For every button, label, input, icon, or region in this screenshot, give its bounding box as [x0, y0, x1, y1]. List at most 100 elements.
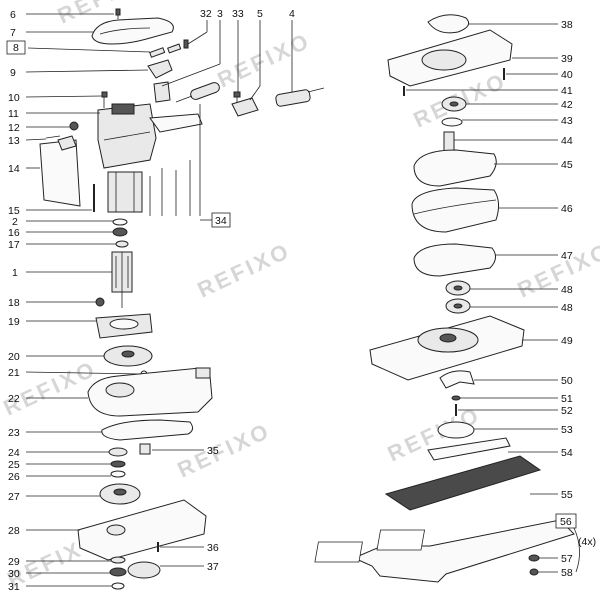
callout-42: 42: [561, 99, 573, 111]
part-16-bearing: [112, 227, 128, 237]
part-39-top-cover: [387, 29, 513, 87]
part-13-screw: [45, 135, 61, 139]
part-14-dust-skirt: [39, 139, 81, 207]
callout-1: 1: [12, 267, 18, 279]
callout-53: 53: [561, 424, 573, 436]
part-3-cable: [175, 82, 220, 103]
callout-34-box: [211, 212, 231, 228]
part-42-bearing: [441, 96, 467, 112]
callout-2: 2: [12, 216, 18, 228]
callout-14: 14: [8, 163, 20, 175]
stator: [107, 171, 143, 213]
part-54-pad: [427, 437, 511, 461]
part-46-bellow: [411, 187, 500, 233]
part-12-nut: [69, 121, 79, 131]
leader-lines: [25, 13, 580, 587]
part-48-bearing-lower: [445, 298, 471, 314]
part-23-gasket: [101, 419, 194, 441]
part-1-armature: [111, 251, 133, 308]
callout-32: 32: [200, 8, 212, 20]
callout-50: 50: [561, 375, 573, 387]
callout-49: 49: [561, 335, 573, 347]
part-22-base-housing: [87, 367, 213, 417]
callout-38: 38: [561, 19, 573, 31]
part-51-washer: [451, 395, 461, 401]
part-5-switch: [231, 97, 259, 117]
left-callouts: 6 7 8 9 10 11 12 13 14 15 2 16 17 1 18 1…: [6, 9, 26, 593]
part-20-fan: [103, 345, 153, 367]
part-53-o-ring: [437, 421, 475, 439]
callout-37: 37: [207, 561, 219, 573]
callout-48-upper: 48: [561, 284, 573, 296]
callout-9: 9: [10, 67, 16, 79]
callout-5: 5: [257, 8, 263, 20]
left-assembly: [39, 8, 213, 590]
watermark-3: REFIXO: [194, 238, 295, 303]
middle-callouts: 34 35 36 37: [207, 212, 231, 573]
callout-31: 31: [8, 581, 20, 593]
part-32-bracket: [153, 81, 171, 103]
callout-52: 52: [561, 405, 573, 417]
callout-33: 33: [232, 8, 244, 20]
callout-58: 58: [561, 567, 573, 579]
callout-20: 20: [8, 351, 20, 363]
part-56-punch-sheet: [314, 519, 575, 583]
callout-17: 17: [8, 239, 20, 251]
callout-30: 30: [8, 568, 20, 580]
part-18-ball: [95, 297, 105, 307]
part-11-motor-housing: [97, 103, 203, 169]
part-2-washer: [112, 218, 128, 226]
part-57-clip: [528, 554, 540, 562]
callout-39: 39: [561, 53, 573, 65]
part-55-sanding-sheet: [384, 455, 542, 511]
part-10-screw: [101, 91, 108, 108]
part-6-screw: [115, 8, 121, 19]
part-29-bearing: [110, 556, 126, 564]
part-49-sole-plate: [369, 315, 525, 381]
right-callouts: 38 39 40 41 42 43 44 45 46 47 48 48 49 5…: [555, 19, 596, 579]
callout-35: 35: [207, 445, 219, 457]
callout-11: 11: [8, 108, 19, 120]
callout-43: 43: [561, 115, 573, 127]
callout-7: 7: [10, 27, 16, 39]
callout-23: 23: [8, 427, 20, 439]
part-4-strain-relief: [275, 87, 325, 107]
callout-6: 6: [10, 9, 16, 21]
part-9-clip: [147, 59, 173, 79]
callout-24: 24: [8, 447, 20, 459]
callout-22: 22: [8, 393, 20, 405]
part-43-circlip: [441, 117, 463, 127]
callout-36: 36: [207, 542, 219, 554]
callout-19: 19: [8, 316, 20, 328]
part-27-gear: [99, 483, 141, 505]
callout-13: 13: [8, 135, 20, 147]
callout-41: 41: [561, 85, 573, 97]
part-35-bushing: [139, 443, 151, 455]
callout-4: 4: [289, 8, 295, 20]
callout-54: 54: [561, 447, 573, 459]
callout-8: 8: [13, 42, 19, 54]
part-37-gear: [127, 561, 161, 579]
callout-18: 18: [8, 297, 20, 309]
callout-45: 45: [561, 159, 573, 171]
part-7-handle-cover: [91, 17, 174, 45]
part-58-screw: [529, 568, 539, 576]
callout-55: 55: [561, 489, 573, 501]
part-45-rubber-ring: [413, 149, 497, 187]
callout-34: 34: [215, 215, 227, 227]
callout-12: 12: [8, 122, 20, 134]
part-8-fasteners: [149, 39, 189, 58]
part-34-wire-set: [149, 160, 191, 216]
part-24-bearing: [108, 447, 128, 457]
callout-25: 25: [8, 459, 20, 471]
top-callouts: 32 3 33 5 4: [200, 8, 295, 20]
callout-3: 3: [217, 8, 223, 20]
part-28-base-plate: [77, 499, 207, 561]
callout-15: 15: [8, 205, 20, 217]
callout-28: 28: [8, 525, 20, 537]
callout-26: 26: [8, 471, 20, 483]
watermark-2: REFIXO: [214, 28, 315, 93]
part-17-ring: [115, 240, 129, 248]
